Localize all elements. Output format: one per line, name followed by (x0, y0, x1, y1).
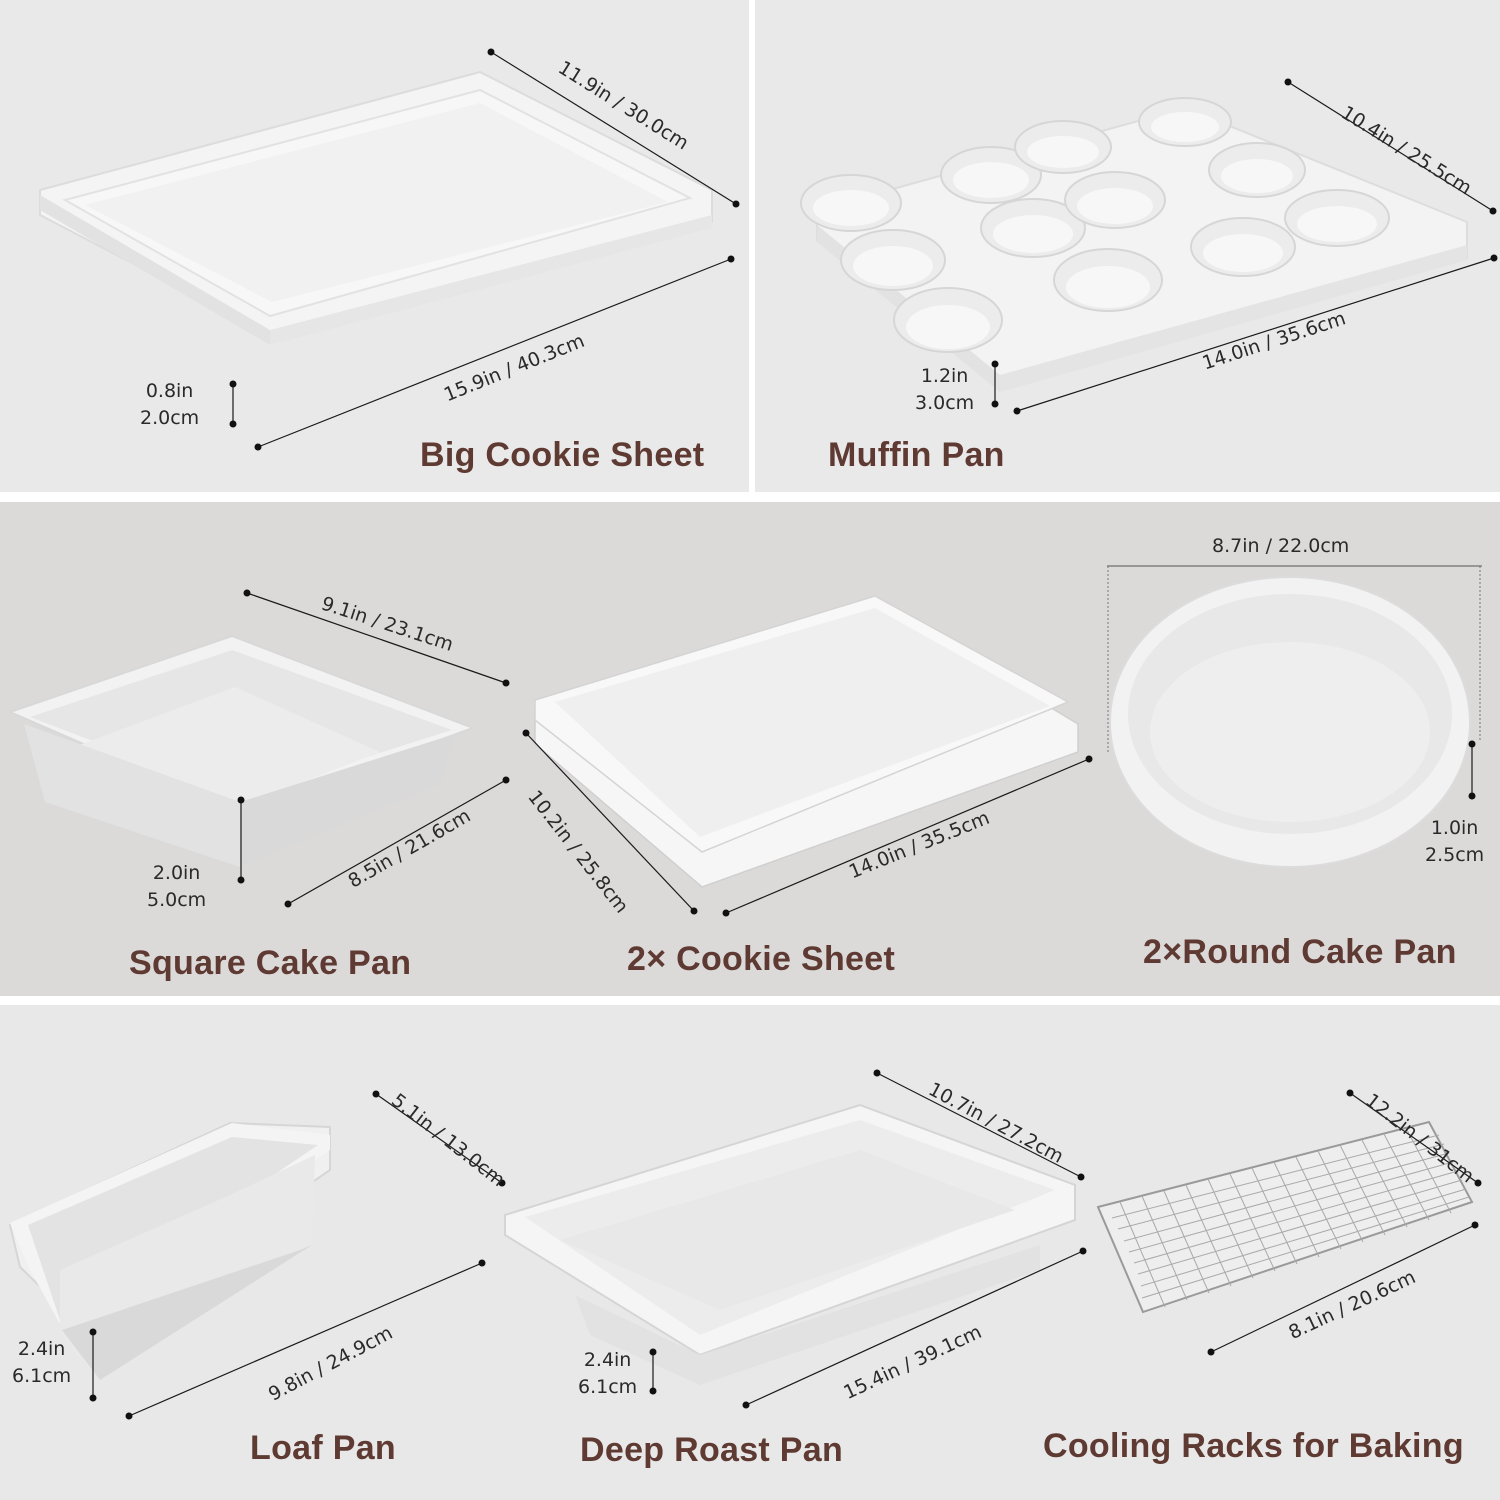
cooling-rack-image (1096, 1120, 1474, 1314)
product-title: Muffin Pan (828, 436, 1005, 474)
height-in: 0.8in (145, 380, 194, 402)
big-cookie-sheet-image (39, 48, 740, 451)
height-cm: 3.0cm (915, 392, 975, 414)
roast-pan-title: Deep Roast Pan (580, 1431, 844, 1469)
round-cake-pan-title: 2×Round Cake Pan (1143, 933, 1457, 971)
cooling-rack-title: Cooling Racks for Baking (1043, 1427, 1464, 1465)
square-pan-height-label: 2.0in 5.0cm (147, 860, 206, 914)
height-cm: 5.0cm (147, 889, 207, 911)
product-title: Big Cookie Sheet (420, 436, 705, 474)
height-cm: 2.0cm (140, 407, 200, 429)
deep-roast-pan-image (504, 1103, 1076, 1385)
panel-middle-row: 9.1in / 23.1cm 8.5in / 21.6cm 2.0in 5.0c… (0, 502, 1500, 996)
roast-pan-height-label: 2.4in 6.1cm (578, 1347, 637, 1401)
loaf-pan-image (8, 1121, 331, 1380)
round-cake-pan-image (1109, 576, 1471, 868)
middle-row-images (7, 565, 1482, 917)
panel-bottom-row: 5.1in / 13.0cm 9.8in / 24.9cm 2.4in 6.1c… (0, 1005, 1500, 1500)
round-pan-height-label: 1.0in 2.5cm (1425, 815, 1484, 869)
panel-big-cookie-sheet: 11.9in / 30.0cm 15.9in / 40.3cm 0.8in 2.… (0, 0, 749, 492)
cookie-sheet-stack-image (534, 595, 1079, 888)
loaf-pan-title: Loaf Pan (250, 1429, 396, 1467)
height-cm: 2.5cm (1425, 844, 1485, 866)
cookie-sheet-title: 2× Cookie Sheet (627, 940, 896, 978)
loaf-pan-height-label: 2.4in 6.1cm (12, 1336, 71, 1390)
height-in: 2.4in (17, 1338, 66, 1360)
square-cake-pan-image (7, 634, 476, 867)
bottom-row-images (8, 1069, 1482, 1420)
height-in: 2.4in (583, 1349, 632, 1371)
muffin-pan-image (800, 78, 1498, 415)
height-cm: 6.1cm (578, 1376, 638, 1398)
height-in: 1.0in (1430, 817, 1479, 839)
height-label: 0.8in 2.0cm (140, 378, 199, 432)
square-cake-pan-title: Square Cake Pan (129, 944, 412, 982)
height-in: 2.0in (152, 862, 201, 884)
height-label: 1.2in 3.0cm (915, 363, 974, 417)
panel-muffin-pan: 10.4in / 25.5cm 14.0in / 35.6cm 1.2in 3.… (755, 0, 1500, 492)
height-in: 1.2in (920, 365, 969, 387)
height-cm: 6.1cm (12, 1365, 72, 1387)
round-pan-diameter-label: 8.7in / 22.0cm (1212, 535, 1350, 557)
